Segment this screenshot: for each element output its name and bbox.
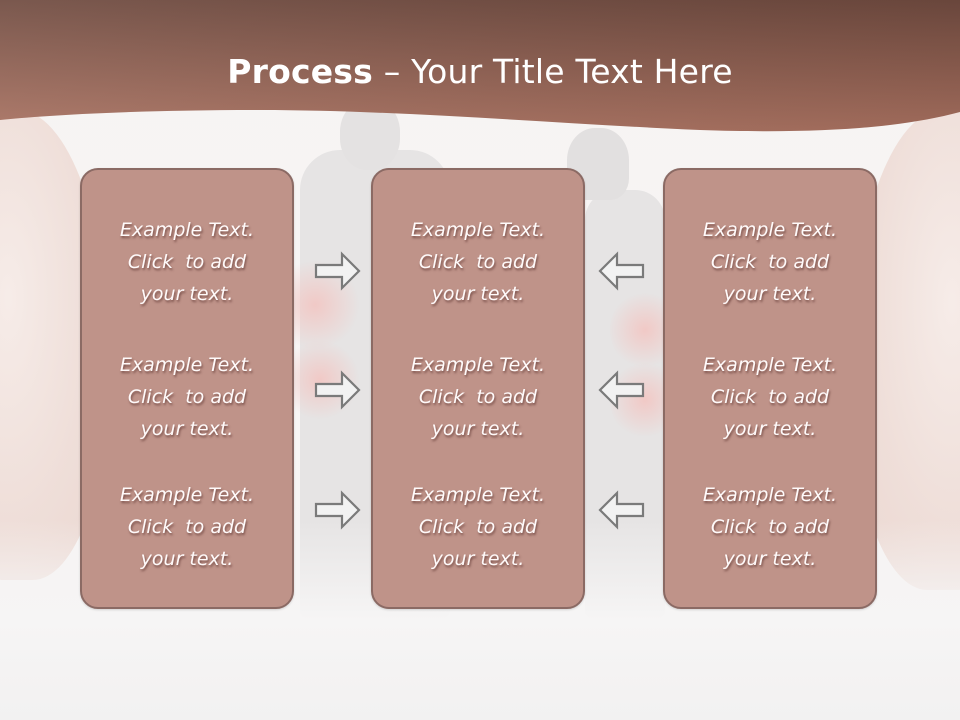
title-separator: –	[373, 52, 412, 91]
text-line: Click to add	[127, 251, 247, 273]
text-line: your text.	[431, 548, 525, 570]
text-line: Example Text.	[702, 484, 838, 506]
arrow-right-outline-icon[interactable]	[314, 370, 362, 410]
text-line: Click to add	[418, 251, 538, 273]
text-line: Click to add	[127, 386, 247, 408]
text-line: your text.	[723, 283, 817, 305]
process-column-3[interactable]: Example Text. Click to add your text. Ex…	[663, 168, 877, 609]
text-line: Example Text.	[410, 484, 546, 506]
slide-title[interactable]: Process – Your Title Text Here	[0, 52, 960, 91]
text-block[interactable]: Example Text. Click to add your text.	[665, 479, 875, 575]
text-line: Click to add	[418, 386, 538, 408]
text-block[interactable]: Example Text. Click to add your text.	[665, 214, 875, 310]
text-block[interactable]: Example Text. Click to add your text.	[373, 349, 583, 445]
text-block[interactable]: Example Text. Click to add your text.	[82, 214, 292, 310]
text-line: Example Text.	[119, 354, 255, 376]
arrow-left-outline-icon[interactable]	[597, 490, 645, 530]
text-line: Click to add	[127, 516, 247, 538]
text-line: Example Text.	[410, 219, 546, 241]
arrow-left-outline-icon[interactable]	[597, 251, 645, 291]
text-line: Example Text.	[410, 354, 546, 376]
title-bold-part: Process	[227, 52, 373, 91]
arrow-right-outline-icon[interactable]	[314, 251, 362, 291]
text-line: Click to add	[710, 516, 830, 538]
text-line: Example Text.	[702, 219, 838, 241]
process-column-1[interactable]: Example Text. Click to add your text. Ex…	[80, 168, 294, 609]
text-block[interactable]: Example Text. Click to add your text.	[665, 349, 875, 445]
text-block[interactable]: Example Text. Click to add your text.	[373, 479, 583, 575]
text-block[interactable]: Example Text. Click to add your text.	[82, 479, 292, 575]
text-line: your text.	[723, 418, 817, 440]
title-banner: Process – Your Title Text Here	[0, 0, 960, 140]
text-line: your text.	[431, 283, 525, 305]
text-line: Example Text.	[119, 484, 255, 506]
process-column-2[interactable]: Example Text. Click to add your text. Ex…	[371, 168, 585, 609]
text-line: Example Text.	[119, 219, 255, 241]
text-block[interactable]: Example Text. Click to add your text.	[373, 214, 583, 310]
text-line: your text.	[140, 283, 234, 305]
text-line: your text.	[431, 418, 525, 440]
text-line: your text.	[723, 548, 817, 570]
banner-wave-shape	[0, 0, 960, 132]
text-line: Click to add	[418, 516, 538, 538]
arrow-right-outline-icon[interactable]	[314, 490, 362, 530]
text-line: Example Text.	[702, 354, 838, 376]
text-line: Click to add	[710, 251, 830, 273]
title-rest-part: Your Title Text Here	[411, 52, 733, 91]
arrow-left-outline-icon[interactable]	[597, 370, 645, 410]
text-line: Click to add	[710, 386, 830, 408]
text-block[interactable]: Example Text. Click to add your text.	[82, 349, 292, 445]
text-line: your text.	[140, 548, 234, 570]
text-line: your text.	[140, 418, 234, 440]
